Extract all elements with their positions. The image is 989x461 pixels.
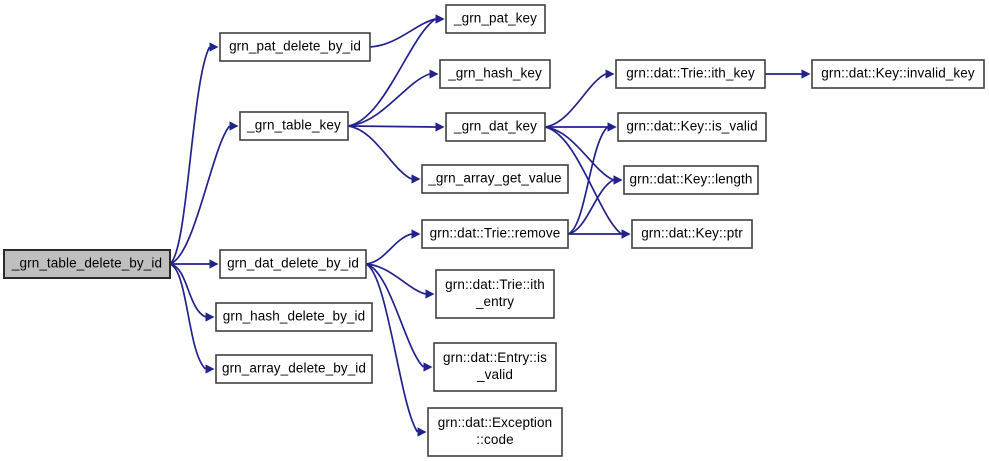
node-grn-pat-key[interactable]: _grn_pat_key bbox=[445, 4, 546, 34]
node-label: grn::dat::Trie::ith_key bbox=[626, 66, 755, 81]
edge-grn-table-delete-by-id-to-grn-array-delete-by-id bbox=[169, 263, 207, 370]
node-box[interactable] bbox=[427, 407, 563, 457]
arrowhead-icon bbox=[801, 69, 811, 79]
node-box[interactable] bbox=[421, 164, 569, 194]
arrowhead-icon bbox=[605, 69, 615, 79]
edge-grn-table-delete-by-id-to-grn-table-key bbox=[169, 125, 231, 265]
edge-grn-dat-trie-remove-to-grn-dat-key-length bbox=[567, 179, 614, 235]
node-label: grn_hash_delete_by_id bbox=[223, 309, 365, 324]
node-box[interactable] bbox=[445, 4, 546, 34]
node-box[interactable] bbox=[433, 342, 557, 392]
arrowhead-icon bbox=[411, 229, 421, 239]
node-label: grn::dat::Exception bbox=[438, 415, 552, 430]
arrowhead-icon bbox=[209, 42, 219, 52]
node-box[interactable] bbox=[239, 111, 349, 141]
node-grn-hash-key[interactable]: _grn_hash_key bbox=[439, 59, 551, 89]
node-grn-pat-delete-by-id[interactable]: grn_pat_delete_by_id bbox=[219, 32, 371, 62]
edge-grn-dat-trie-remove-to-grn-dat-key-is-valid bbox=[567, 126, 609, 235]
node-label: grn::dat::Trie::remove bbox=[430, 226, 561, 241]
node-grn-dat-trie-ith-entry[interactable]: grn::dat::Trie::ith_entry bbox=[435, 269, 555, 319]
edge-grn-table-key-to-grn-hash-key bbox=[347, 73, 430, 127]
node-grn-dat-exception-code[interactable]: grn::dat::Exception::code bbox=[427, 407, 563, 457]
edge-grn-dat-delete-by-id-to-grn-dat-exception-code bbox=[365, 263, 419, 433]
arrowhead-icon bbox=[429, 69, 439, 79]
node-box[interactable] bbox=[435, 269, 555, 319]
node-grn-array-delete-by-id[interactable]: grn_array_delete_by_id bbox=[215, 354, 373, 384]
node-label: _grn_array_get_value bbox=[427, 171, 561, 186]
node-label: grn::dat::Entry::is bbox=[443, 350, 547, 365]
node-box[interactable] bbox=[215, 302, 373, 332]
node-grn-hash-delete-by-id[interactable]: grn_hash_delete_by_id bbox=[215, 302, 373, 332]
node-box[interactable] bbox=[215, 354, 373, 384]
node-label: _valid bbox=[476, 367, 513, 382]
node-label: _grn_table_delete_by_id bbox=[11, 256, 162, 271]
arrowhead-icon bbox=[435, 14, 445, 24]
node-grn-dat-key[interactable]: _grn_dat_key bbox=[445, 112, 546, 142]
edge-grn-table-delete-by-id-to-grn-pat-delete-by-id bbox=[169, 46, 211, 265]
node-grn-table-key[interactable]: _grn_table_key bbox=[239, 111, 349, 141]
node-box[interactable] bbox=[439, 59, 551, 89]
edge-grn-table-key-to-grn-pat-key bbox=[347, 18, 436, 127]
node-grn-dat-key-ptr[interactable]: grn::dat::Key::ptr bbox=[631, 219, 753, 249]
edge-grn-table-delete-by-id-to-grn-hash-delete-by-id bbox=[169, 263, 206, 318]
node-box[interactable] bbox=[219, 249, 367, 279]
node-label: _grn_pat_key bbox=[453, 11, 537, 26]
node-box[interactable] bbox=[445, 112, 546, 142]
node-grn-dat-trie-ith-key[interactable]: grn::dat::Trie::ith_key bbox=[615, 59, 766, 89]
edge-grn-dat-key-to-grn-dat-trie-ith-key bbox=[544, 73, 606, 128]
node-grn-dat-key-invalid-key[interactable]: grn::dat::Key::invalid_key bbox=[811, 59, 985, 89]
node-grn-dat-key-is-valid[interactable]: grn::dat::Key::is_valid bbox=[617, 112, 767, 142]
node-label: grn::dat::Key::ptr bbox=[641, 226, 743, 241]
arrowhead-icon bbox=[607, 122, 617, 132]
edge-grn-pat-delete-by-id-to-grn-pat-key bbox=[369, 18, 436, 48]
node-box[interactable] bbox=[3, 249, 171, 279]
node-grn-dat-trie-remove[interactable]: grn::dat::Trie::remove bbox=[421, 219, 569, 249]
node-grn-dat-entry-is-valid[interactable]: grn::dat::Entry::is_valid bbox=[433, 342, 557, 392]
node-box[interactable] bbox=[617, 112, 767, 142]
node-label: grn_dat_delete_by_id bbox=[227, 256, 359, 271]
arrowhead-icon bbox=[411, 174, 421, 184]
node-label: grn::dat::Trie::ith bbox=[445, 277, 545, 292]
node-label: grn::dat::Key::is_valid bbox=[626, 119, 757, 134]
edge-grn-dat-delete-by-id-to-grn-dat-entry-is-valid bbox=[365, 263, 425, 368]
arrowhead-icon bbox=[425, 289, 435, 299]
node-label: grn_pat_delete_by_id bbox=[229, 39, 361, 54]
node-label: grn::dat::Key::invalid_key bbox=[821, 66, 975, 81]
node-label: _entry bbox=[475, 294, 514, 309]
node-box[interactable] bbox=[615, 59, 766, 89]
node-label: grn_array_delete_by_id bbox=[222, 361, 366, 376]
arrowhead-icon bbox=[621, 229, 631, 239]
edge-layer bbox=[169, 14, 811, 437]
arrowhead-icon bbox=[417, 427, 427, 437]
arrowhead-icon bbox=[229, 121, 239, 131]
edge-grn-dat-delete-by-id-to-grn-dat-trie-ith-entry bbox=[365, 263, 426, 295]
edge-grn-table-key-to-grn-array-get-value bbox=[347, 125, 412, 180]
node-box[interactable] bbox=[421, 219, 569, 249]
node-grn-dat-delete-by-id[interactable]: grn_dat_delete_by_id bbox=[219, 249, 367, 279]
node-box[interactable] bbox=[631, 219, 753, 249]
node-layer: _grn_table_delete_by_id grn_pat_delete_by… bbox=[3, 4, 985, 457]
node-label: _grn_dat_key bbox=[453, 119, 537, 134]
node-label: _grn_hash_key bbox=[447, 66, 542, 81]
node-label: grn::dat::Key::length bbox=[630, 172, 753, 187]
arrowhead-icon bbox=[435, 122, 445, 132]
arrowhead-icon bbox=[613, 175, 623, 185]
node-label: ::code bbox=[476, 432, 513, 447]
arrowhead-icon bbox=[423, 362, 433, 372]
node-box[interactable] bbox=[811, 59, 985, 89]
arrowhead-icon bbox=[205, 312, 215, 322]
edge-grn-dat-delete-by-id-to-grn-dat-trie-remove bbox=[365, 233, 412, 265]
edge-grn-dat-key-to-grn-dat-key-length bbox=[544, 126, 614, 181]
node-box[interactable] bbox=[623, 165, 759, 195]
node-grn-table-delete-by-id[interactable]: _grn_table_delete_by_id bbox=[3, 249, 171, 279]
edge-grn-table-key-to-grn-dat-key bbox=[347, 125, 436, 128]
arrowhead-icon bbox=[209, 259, 219, 269]
arrowhead-icon bbox=[205, 364, 215, 374]
node-grn-array-get-value[interactable]: _grn_array_get_value bbox=[421, 164, 569, 194]
node-label: _grn_table_key bbox=[246, 118, 341, 133]
edge-grn-dat-key-to-grn-dat-key-ptr bbox=[544, 126, 623, 235]
node-grn-dat-key-length[interactable]: grn::dat::Key::length bbox=[623, 165, 759, 195]
node-box[interactable] bbox=[219, 32, 371, 62]
